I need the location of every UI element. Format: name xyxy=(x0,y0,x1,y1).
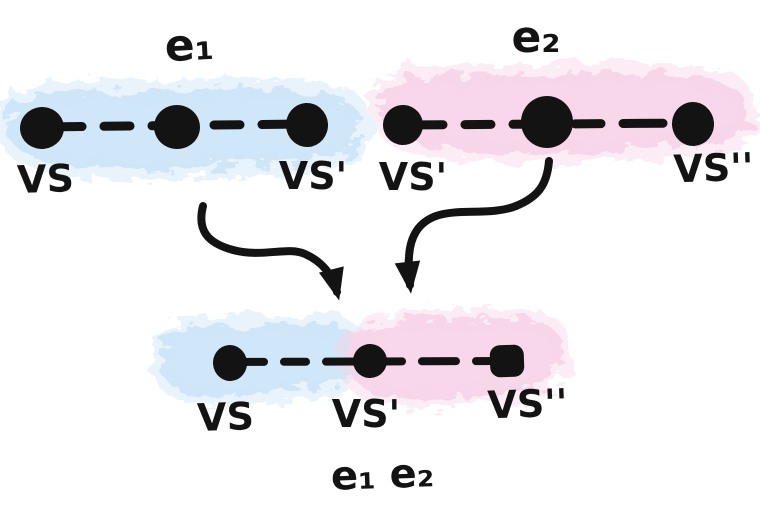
edge1-vertex-label-left: VS xyxy=(16,156,74,202)
edge1-group: e₁ VS VS' xyxy=(0,19,372,202)
combined-vertex-label-middle: VS' xyxy=(332,392,400,436)
edge2-group: e₂ VS' VS'' xyxy=(370,12,759,199)
combined-edge-group: VS VS' VS'' e₁ e₂ xyxy=(149,307,573,500)
combined-vertex-dot-left xyxy=(212,345,248,381)
edge2-vertex-label-right: VS'' xyxy=(673,145,755,192)
edge1-label: e₁ xyxy=(163,19,215,73)
merge-arrow-right xyxy=(394,157,553,294)
combined-vertex-dot-middle xyxy=(353,344,387,378)
edge2-label: e₂ xyxy=(511,12,560,63)
merge-arrows-group xyxy=(197,157,553,301)
combined-label: e₁ e₂ xyxy=(330,450,435,500)
edge2-vertex-dot-right xyxy=(671,102,715,146)
merge-arrow-left xyxy=(197,202,344,301)
combined-vertex-label-left: VS xyxy=(196,394,254,440)
edge1-vertex-dot-middle xyxy=(154,104,200,150)
edge2-vertex-dot-left xyxy=(383,105,423,145)
edge2-vertex-dot-middle xyxy=(521,96,573,148)
edge2-vertex-label-left: VS' xyxy=(379,155,447,199)
combined-vertex-dot-right xyxy=(489,344,525,378)
edge1-vertex-label-right: VS' xyxy=(279,154,347,198)
combined-vertex-label-right: VS'' xyxy=(487,381,569,428)
edge1-vertex-dot-left xyxy=(20,106,64,150)
edge1-vertex-dot-right xyxy=(285,103,329,147)
